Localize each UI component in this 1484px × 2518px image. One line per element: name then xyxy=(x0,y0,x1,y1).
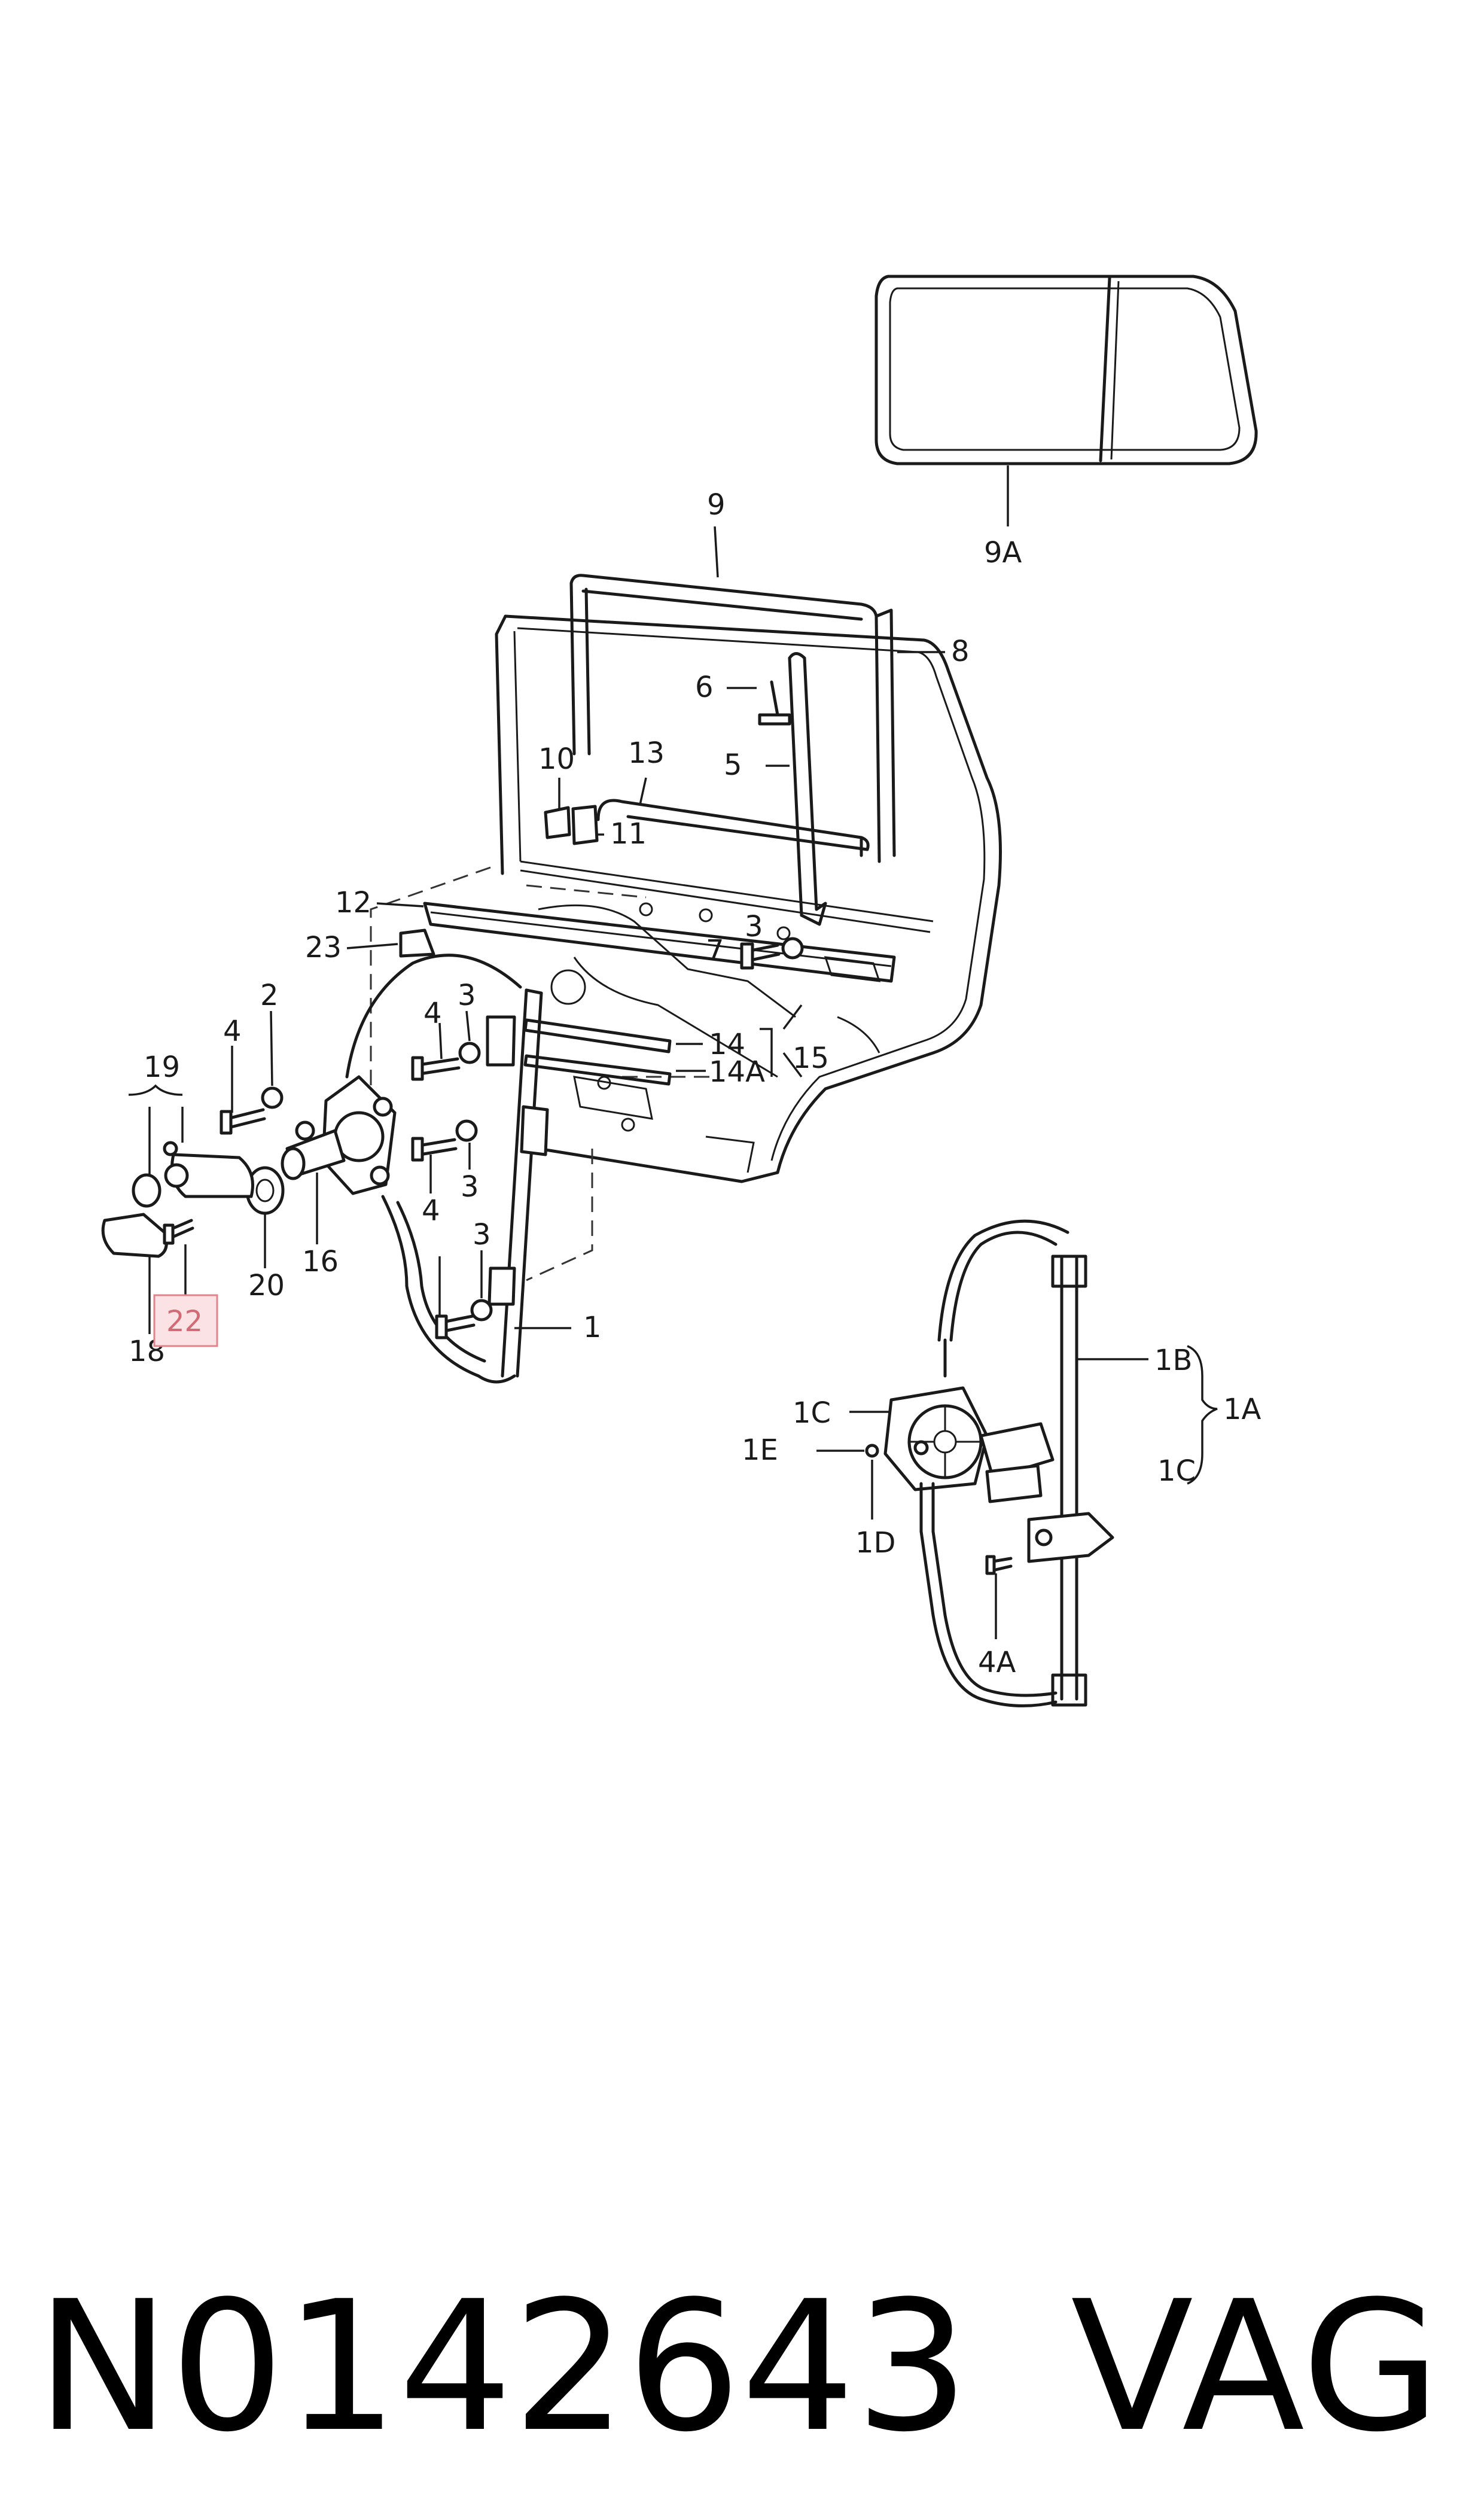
brand-name: VAG xyxy=(1071,2263,1440,2471)
callout-9: 9 xyxy=(707,488,726,522)
callout-9a: 9A xyxy=(984,536,1022,570)
callout-15: 15 xyxy=(793,1042,829,1075)
leader-lines xyxy=(128,465,1218,1639)
callout-4-b: 4 xyxy=(423,997,442,1030)
inner-seal xyxy=(596,799,870,857)
callout-3-b: 3 xyxy=(461,1170,479,1204)
callout-14a: 14A xyxy=(709,1055,765,1089)
callout-1c-left: 1C xyxy=(793,1396,831,1430)
guide-strips xyxy=(523,1018,672,1086)
crank-handle xyxy=(101,1141,285,1258)
callout-labels: 9A 9 8 6 5 13 10 11 12 23 3 7 2 4 3 14 1… xyxy=(129,488,1261,1679)
callout-1b: 1B xyxy=(1154,1344,1192,1377)
clips xyxy=(544,805,599,845)
callout-23: 23 xyxy=(305,931,342,964)
callout-5: 5 xyxy=(724,748,742,782)
waist-seal xyxy=(399,902,896,983)
callout-1c-right: 1C xyxy=(1157,1454,1196,1488)
callout-4-c: 4 xyxy=(422,1194,440,1228)
callout-10: 10 xyxy=(538,742,575,776)
door-shell xyxy=(370,614,1002,1281)
callout-2: 2 xyxy=(260,979,279,1012)
callout-1a: 1A xyxy=(1223,1393,1261,1426)
highlight-label: 22 xyxy=(166,1305,203,1338)
window-glass xyxy=(874,275,1258,465)
callout-1e: 1E xyxy=(742,1433,778,1467)
callout-3-c: 3 xyxy=(473,1218,491,1252)
callout-3-a: 3 xyxy=(458,979,476,1012)
callout-6: 6 xyxy=(695,671,714,704)
callout-7: 7 xyxy=(706,934,724,967)
footer: N0142643 VAG xyxy=(36,2263,1440,2471)
callout-8: 8 xyxy=(951,635,970,668)
callout-4a: 4A xyxy=(978,1646,1016,1679)
bolt-7 xyxy=(740,937,804,970)
callout-20: 20 xyxy=(248,1269,285,1302)
highlight-box xyxy=(153,1294,218,1347)
callout-3-top: 3 xyxy=(745,910,763,943)
highlighted-callout[interactable]: 22 xyxy=(153,1294,218,1347)
callout-1d: 1D xyxy=(855,1526,896,1560)
part-number: N0142643 xyxy=(36,2263,970,2471)
callout-19: 19 xyxy=(144,1051,180,1084)
callout-13: 13 xyxy=(628,736,665,770)
guide-rail xyxy=(758,652,827,926)
manual-regulator xyxy=(281,954,549,1384)
callout-12: 12 xyxy=(335,886,371,919)
callout-11: 11 xyxy=(610,817,647,851)
callout-4-a: 4 xyxy=(223,1015,242,1048)
bolts-washers xyxy=(220,1042,493,1339)
electric-regulator xyxy=(865,1219,1114,1707)
callout-1: 1 xyxy=(583,1311,602,1344)
callout-14: 14 xyxy=(709,1028,745,1061)
callout-16: 16 xyxy=(302,1245,339,1278)
